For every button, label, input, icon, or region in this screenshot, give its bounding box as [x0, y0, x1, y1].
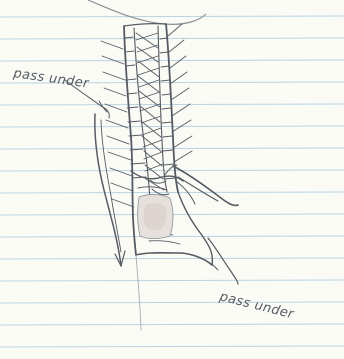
bottom-guide-stroke	[136, 255, 141, 330]
lower-arrow-stroke	[212, 264, 218, 270]
rule-lines	[0, 16, 344, 347]
label-pass-under-top: pass under	[11, 66, 91, 92]
label-pass-under-bottom: pass under	[217, 289, 297, 322]
top-edge-stroke	[88, 0, 206, 24]
shaded-patch-core	[144, 203, 167, 230]
core-lines	[134, 26, 170, 215]
